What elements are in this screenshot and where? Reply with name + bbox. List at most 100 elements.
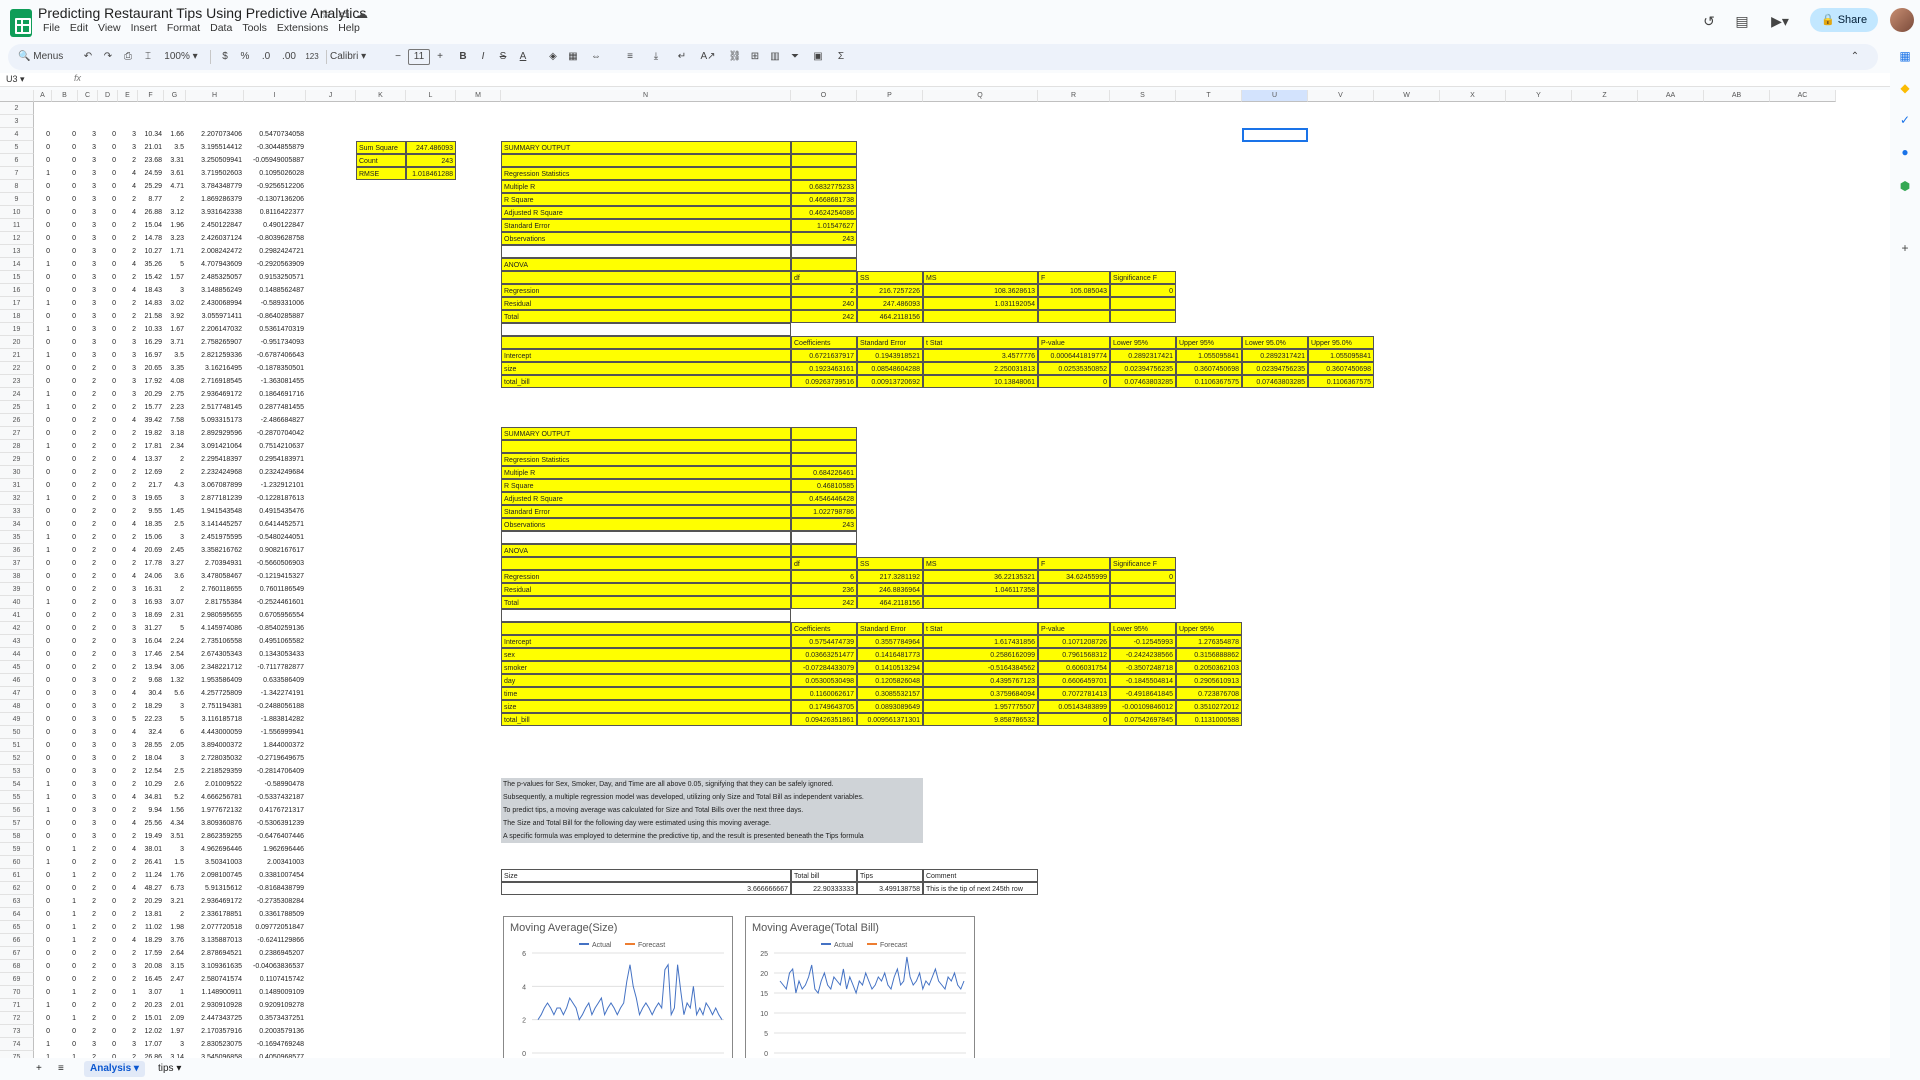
cell-F72[interactable]: 12.02 <box>144 1028 162 1035</box>
cell-I20[interactable]: -0.6787406643 <box>256 352 304 359</box>
cell-C61[interactable]: 2 <box>92 885 96 892</box>
cell-D64[interactable]: 0 <box>112 924 116 931</box>
cell-S19[interactable]: Lower 95% <box>1110 336 1176 349</box>
cell-F63[interactable]: 13.81 <box>144 911 162 918</box>
cell-E57[interactable]: 2 <box>132 833 136 840</box>
cell-H71[interactable]: 2.447343725 <box>201 1015 242 1022</box>
cell-H44[interactable]: 2.348221712 <box>201 664 242 671</box>
cell-F46[interactable]: 30.4 <box>148 690 162 697</box>
cell-B57[interactable]: 0 <box>72 833 76 840</box>
cell-O16[interactable]: 240 <box>791 297 857 310</box>
column-header-AC[interactable]: AC <box>1770 90 1836 102</box>
cell-I43[interactable]: 0.1343053433 <box>259 651 304 658</box>
cell-N29[interactable]: Multiple R <box>501 466 791 479</box>
cell-B53[interactable]: 0 <box>72 781 76 788</box>
cell-F22[interactable]: 17.92 <box>144 378 162 385</box>
cell-A48[interactable]: 0 <box>46 716 50 723</box>
cell-H53[interactable]: 2.01009522 <box>205 781 242 788</box>
cell-S47[interactable]: -0.00109846012 <box>1110 700 1176 713</box>
collapse-toolbar-icon[interactable]: ⌃ <box>1850 51 1860 62</box>
more-formats-button[interactable]: 123 <box>305 52 319 61</box>
cell-H5[interactable]: 3.250509941 <box>201 157 242 164</box>
cell-E64[interactable]: 2 <box>132 924 136 931</box>
cell-F17[interactable]: 21.58 <box>144 313 162 320</box>
cell-E34[interactable]: 2 <box>132 534 136 541</box>
comments-icon[interactable]: ▤ <box>1735 13 1749 29</box>
cell-Q61[interactable]: This is the tip of next 245th row <box>923 882 1038 895</box>
cell-I65[interactable]: -0.6241129866 <box>257 937 304 944</box>
cell-O14[interactable]: df <box>791 271 857 284</box>
cell-F26[interactable]: 19.82 <box>144 430 162 437</box>
cell-E15[interactable]: 4 <box>132 287 136 294</box>
cell-N60[interactable]: Size <box>501 869 791 882</box>
cell-I61[interactable]: -0.8168438799 <box>256 885 304 892</box>
cell-O47[interactable]: 0.1749643705 <box>791 700 857 713</box>
cell-G10[interactable]: 1.96 <box>170 222 184 229</box>
column-header-M[interactable]: M <box>456 90 501 102</box>
row-header[interactable]: 3 <box>0 115 34 128</box>
cell-F36[interactable]: 17.78 <box>144 560 162 567</box>
cell-E10[interactable]: 2 <box>132 222 136 229</box>
cell-Q48[interactable]: 9.858786532 <box>923 713 1038 726</box>
row-header[interactable]: 6 <box>0 154 34 167</box>
row-header[interactable]: 73 <box>0 1025 34 1038</box>
cell-I60[interactable]: 0.3381007454 <box>259 872 304 879</box>
cell-C17[interactable]: 3 <box>92 313 96 320</box>
cell-I39[interactable]: -0.2524461601 <box>256 599 304 606</box>
cell-I55[interactable]: 0.4176721317 <box>259 807 304 814</box>
share-button[interactable]: 🔒 Share <box>1810 8 1878 32</box>
cell-N55[interactable]: To predict tips, a moving average was ca… <box>501 804 923 817</box>
cell-I32[interactable]: 0.4915435476 <box>259 508 304 515</box>
cell-F49[interactable]: 32.4 <box>148 729 162 736</box>
cell-B8[interactable]: 0 <box>72 196 76 203</box>
cell-B63[interactable]: 1 <box>72 911 76 918</box>
cell-G54[interactable]: 5.2 <box>174 794 184 801</box>
cell-A5[interactable]: 0 <box>46 157 50 164</box>
cell-H30[interactable]: 3.067087899 <box>201 482 242 489</box>
cell-H37[interactable]: 3.478058467 <box>201 573 242 580</box>
cell-E56[interactable]: 4 <box>132 820 136 827</box>
cell-T48[interactable]: 0.1131000588 <box>1176 713 1242 726</box>
cell-F40[interactable]: 18.69 <box>144 612 162 619</box>
cell-I28[interactable]: 0.2954183971 <box>259 456 304 463</box>
cell-F15[interactable]: 18.43 <box>144 287 162 294</box>
cell-D62[interactable]: 0 <box>112 898 116 905</box>
cell-D73[interactable]: 0 <box>112 1041 116 1048</box>
cell-D11[interactable]: 0 <box>112 235 116 242</box>
cell-C31[interactable]: 2 <box>92 495 96 502</box>
cell-P19[interactable]: Standard Error <box>857 336 923 349</box>
cell-A29[interactable]: 0 <box>46 469 50 476</box>
cell-T20[interactable]: 1.055095841 <box>1176 349 1242 362</box>
cell-F14[interactable]: 15.42 <box>144 274 162 281</box>
cell-N47[interactable]: size <box>501 700 791 713</box>
cell-N10[interactable]: Standard Error <box>501 219 791 232</box>
currency-format-button[interactable]: $ <box>222 51 228 62</box>
column-header-B[interactable]: B <box>52 90 78 102</box>
cell-C23[interactable]: 2 <box>92 391 96 398</box>
cell-R44[interactable]: 0.606031754 <box>1038 661 1110 674</box>
cell-D17[interactable]: 0 <box>112 313 116 320</box>
cell-E71[interactable]: 2 <box>132 1015 136 1022</box>
cell-I71[interactable]: 0.3573437251 <box>259 1015 304 1022</box>
cell-B41[interactable]: 0 <box>72 625 76 632</box>
row-header[interactable]: 17 <box>0 297 34 310</box>
cell-G57[interactable]: 3.51 <box>170 833 184 840</box>
cell-C64[interactable]: 2 <box>92 924 96 931</box>
row-header[interactable]: 51 <box>0 739 34 752</box>
cell-N37[interactable]: Regression <box>501 570 791 583</box>
cell-A57[interactable]: 0 <box>46 833 50 840</box>
cell-B12[interactable]: 0 <box>72 248 76 255</box>
cell-E21[interactable]: 3 <box>132 365 136 372</box>
cell-I48[interactable]: -1.883814282 <box>260 716 304 723</box>
cell-C21[interactable]: 2 <box>92 365 96 372</box>
cell-B5[interactable]: 0 <box>72 157 76 164</box>
row-header[interactable]: 55 <box>0 791 34 804</box>
cell-D61[interactable]: 0 <box>112 885 116 892</box>
row-header[interactable]: 9 <box>0 193 34 206</box>
cell-Q14[interactable]: MS <box>923 271 1038 284</box>
cell-Q46[interactable]: 0.3759684094 <box>923 687 1038 700</box>
cell-T46[interactable]: 0.723876708 <box>1176 687 1242 700</box>
row-header[interactable]: 59 <box>0 843 34 856</box>
cell-H33[interactable]: 3.141445257 <box>201 521 242 528</box>
row-header[interactable]: 71 <box>0 999 34 1012</box>
